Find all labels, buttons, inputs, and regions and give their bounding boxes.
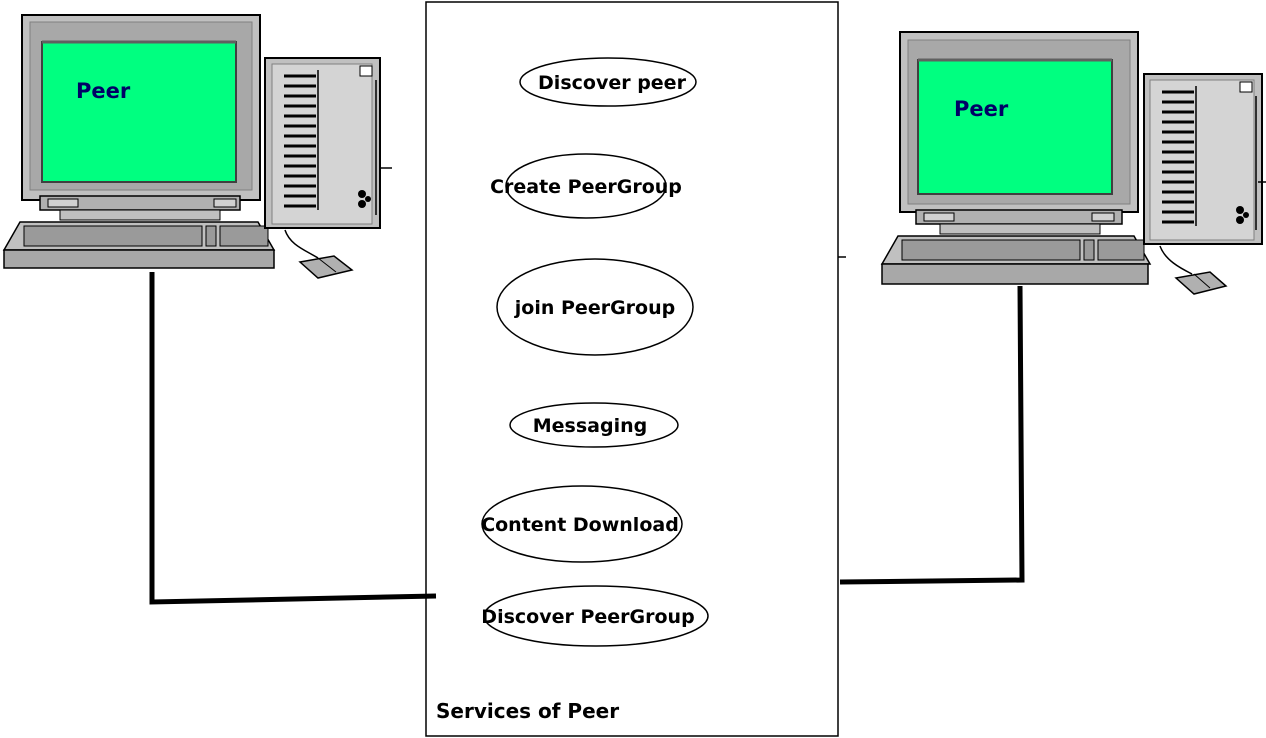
right-peer-screen [917,59,1113,195]
services-caption: Services of Peer [436,699,619,723]
services-box [425,1,839,737]
service-label: join PeerGroup [514,297,675,319]
service-label: Content Download [481,514,679,536]
service-create-peergroup: Create PeerGroup [490,153,682,219]
service-discover-peergroup: Discover PeerGroup [481,585,709,647]
left-connection-line [149,272,437,605]
service-content-download: Content Download [481,485,683,563]
service-label: Messaging [533,415,647,437]
left-peer-screen [41,41,237,183]
right-connection-line [839,285,1025,585]
right-peer-label: Peer [954,97,1009,121]
service-label: Discover PeerGroup [481,606,694,628]
left-peer-computer-icon [2,14,392,279]
service-join-peergroup: join PeerGroup [496,258,694,356]
service-messaging: Messaging [509,402,679,448]
left-peer-label: Peer [76,79,131,103]
right-peer-computer-icon [880,31,1266,295]
service-label: Discover peer [538,72,687,94]
service-label: Create PeerGroup [490,176,682,198]
service-discover-peer: Discover peer [519,57,697,107]
